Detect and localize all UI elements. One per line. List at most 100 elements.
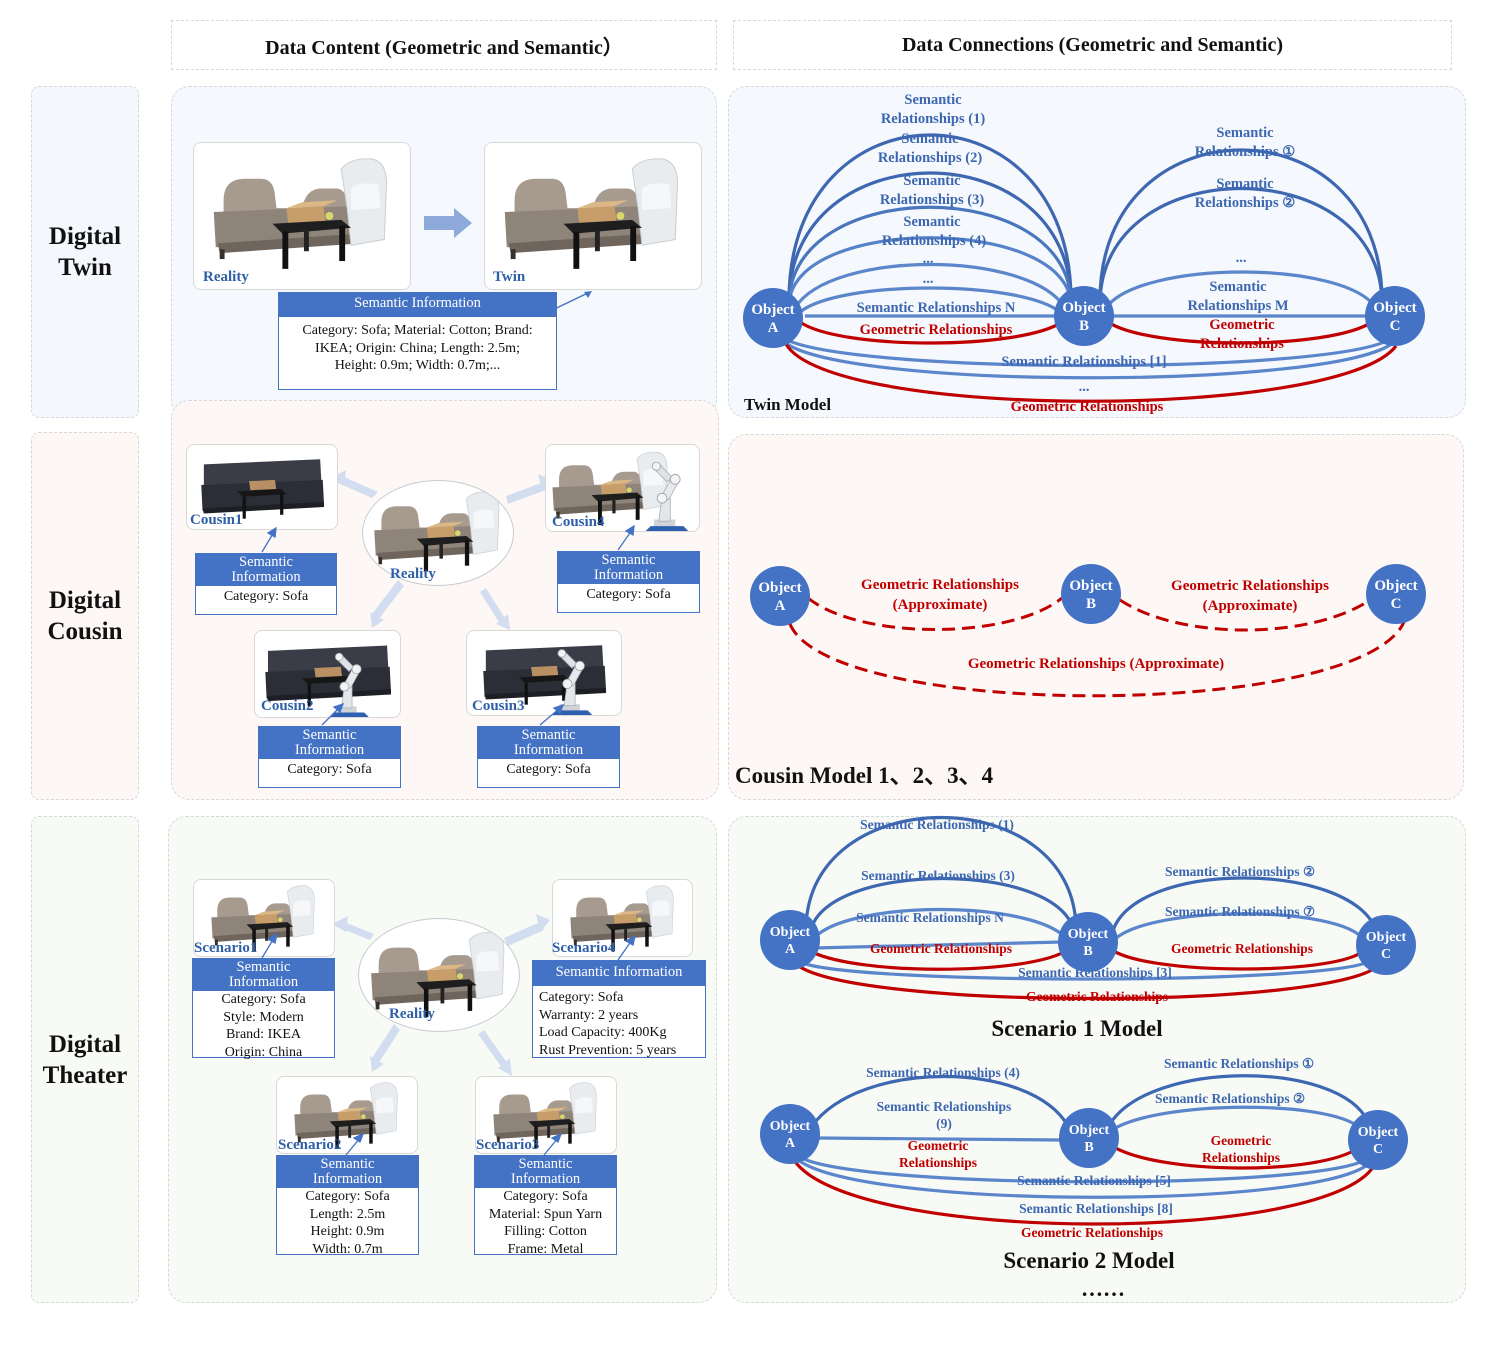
semantic-line: Category: Sofa; Material: Cotton; Brand: bbox=[302, 323, 533, 338]
diagram-label: Semantic Relationships [3] bbox=[1018, 965, 1172, 980]
scenario2-model-title: Scenario 2 Model bbox=[1003, 1248, 1174, 1273]
diagram-label: Object bbox=[751, 302, 794, 318]
semantic-edge bbox=[799, 286, 1061, 314]
diagram-label: A bbox=[785, 942, 796, 957]
pointer-arrow bbox=[543, 291, 592, 315]
object-node-b: Object B bbox=[1058, 912, 1118, 972]
diagram-label: ... bbox=[1079, 379, 1090, 395]
reality-image bbox=[193, 142, 411, 290]
diagram-label: B bbox=[1086, 596, 1096, 612]
diagram-label: Object bbox=[1068, 927, 1109, 942]
diagram-label: Semantic Relationships [1] bbox=[1001, 354, 1166, 370]
diagram-label: Geometric Relationships bbox=[870, 941, 1012, 956]
scenario1-model-title: Scenario 1 Model bbox=[991, 1016, 1162, 1041]
semantic-edge bbox=[787, 205, 1073, 305]
cousin-model-title: Cousin Model 1、2、3、4 bbox=[735, 763, 994, 788]
cousin1-caption: Cousin1 bbox=[190, 512, 243, 528]
diagram-label: Geometric Relationships bbox=[1171, 941, 1313, 956]
geometric-edge-approx bbox=[1119, 598, 1371, 632]
diagram-label: Geometric bbox=[908, 1138, 969, 1153]
diagram-label: Semantic Relationships N bbox=[857, 300, 1016, 316]
cousin4-image bbox=[545, 444, 700, 532]
semantic-info-title: Semantic Information bbox=[279, 293, 556, 317]
diagram-label: C bbox=[1381, 947, 1391, 962]
diagram-label: Geometric Relationships bbox=[1171, 578, 1329, 594]
diagram-label: Semantic bbox=[904, 92, 962, 108]
diagram-label: B bbox=[1083, 944, 1092, 959]
cousin3-image bbox=[466, 630, 622, 716]
diagram-label: Object bbox=[1374, 578, 1417, 594]
diagram-label: Object bbox=[1069, 578, 1112, 594]
diagram-label: Relationships (2) bbox=[878, 150, 983, 166]
theater-reality-image bbox=[358, 918, 520, 1032]
diagram-label: Relationships (3) bbox=[880, 192, 985, 208]
cousin-reality-caption: Reality bbox=[390, 566, 436, 582]
semantic-line: Height: 0.9m; Width: 0.7m;... bbox=[334, 358, 501, 373]
diagram-label: Geometric Relationships (Approximate) bbox=[968, 656, 1224, 672]
object-node-a: Object A bbox=[760, 910, 820, 970]
theater-reality-caption: Reality bbox=[389, 1006, 435, 1022]
semantic-edge bbox=[787, 236, 1073, 307]
diagram-label: Object bbox=[1358, 1125, 1399, 1140]
geometric-edge bbox=[784, 343, 1398, 403]
diagram-label: Semantic bbox=[1209, 279, 1267, 295]
diagram-label: Semantic bbox=[903, 214, 961, 230]
diagram-label: Semantic bbox=[1216, 176, 1274, 192]
diagram-label: Semantic bbox=[1216, 125, 1274, 141]
diagram-label: (9) bbox=[936, 1116, 952, 1131]
diagram-label: Object bbox=[1069, 1123, 1110, 1138]
semantic-line: Category: Sofa bbox=[287, 762, 372, 777]
object-node-a: Object A bbox=[743, 288, 803, 348]
diagram-label: Semantic Relationships ① bbox=[1164, 1056, 1314, 1071]
twin-caption: Twin bbox=[493, 269, 526, 285]
diagram-label: Semantic bbox=[903, 173, 961, 189]
semantic-edge bbox=[1104, 270, 1378, 309]
diagram-label: A bbox=[785, 1136, 796, 1151]
cousin2-image bbox=[254, 630, 401, 718]
more-ellipsis: …… bbox=[1081, 1276, 1125, 1301]
diagram-label: Object bbox=[1373, 300, 1416, 316]
diagram-label: Geometric Relationships bbox=[1026, 989, 1168, 1004]
diagram-label: B bbox=[1084, 1140, 1093, 1155]
diagram-label: Relationships bbox=[1202, 1150, 1280, 1165]
diagram-label: Geometric bbox=[1209, 317, 1275, 333]
diagram-label: Relationships bbox=[1200, 336, 1284, 352]
diagram-label: (Approximate) bbox=[1203, 598, 1298, 614]
object-node-a: Object A bbox=[760, 1104, 820, 1164]
scenario1-caption: Scenario1 bbox=[194, 940, 258, 956]
diagram-label: A bbox=[775, 598, 786, 614]
semantic-edge bbox=[1098, 187, 1384, 305]
diagram-label: Semantic bbox=[901, 131, 959, 147]
diagram-label: A bbox=[768, 320, 779, 336]
diagram-label: ... bbox=[923, 251, 934, 267]
diagram-label: Relationships (4) bbox=[882, 233, 987, 249]
reality-center-image bbox=[362, 480, 514, 586]
diagram-label: Semantic Relationships bbox=[877, 1099, 1012, 1114]
object-node-c: Object C bbox=[1365, 286, 1425, 346]
geometric-edge-approx bbox=[788, 621, 1406, 698]
diagram-label: Geometric bbox=[1211, 1133, 1272, 1148]
diagram-label: Relationships ① bbox=[1195, 144, 1295, 160]
diagram-label: Geometric Relationships bbox=[861, 577, 1019, 593]
semantic-edge bbox=[780, 338, 1396, 380]
diagram-label: Semantic Relationships ② bbox=[1155, 1091, 1305, 1106]
diagram-label: Semantic Relationships (3) bbox=[861, 868, 1015, 883]
geometric-edge-approx bbox=[807, 596, 1063, 631]
diagram-label: C bbox=[1390, 318, 1401, 334]
object-node-b: Object B bbox=[1059, 1108, 1119, 1168]
cousin4-caption: Cousin4 bbox=[552, 514, 605, 530]
twin-model-title: Twin Model bbox=[744, 395, 831, 414]
twin-image bbox=[484, 142, 702, 290]
diagram-label: (Approximate) bbox=[893, 597, 988, 613]
